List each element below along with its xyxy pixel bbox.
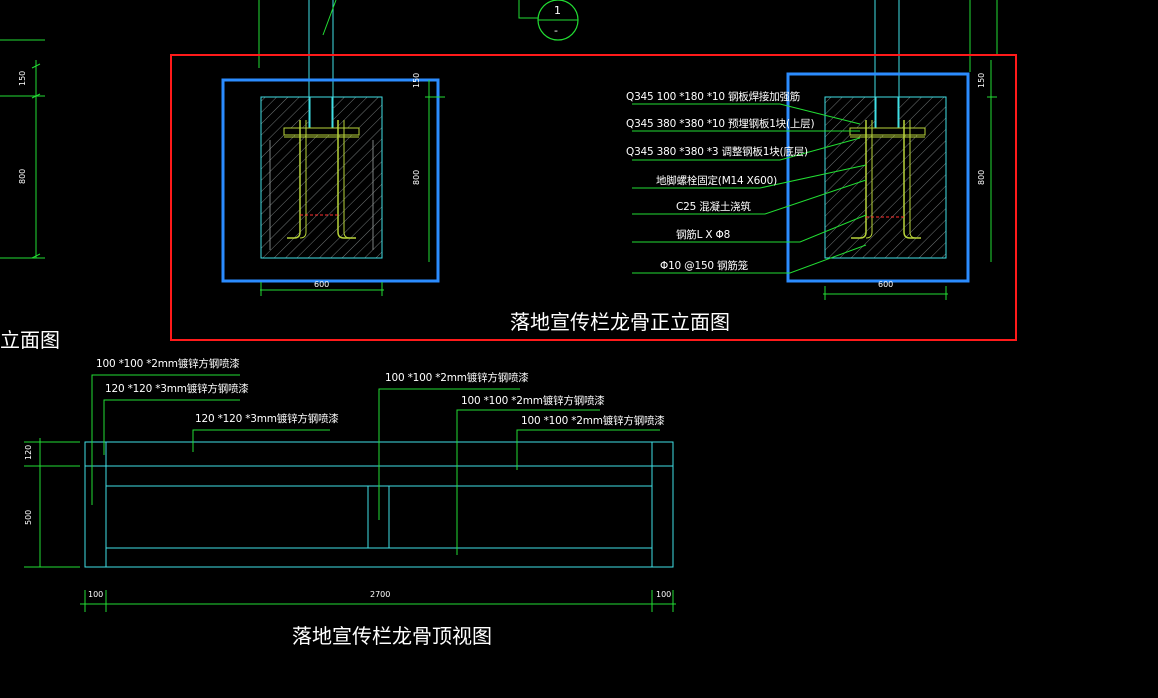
section-marker-bottom: -	[554, 24, 558, 37]
callout-anchor-bolt: 地脚螺栓固定(M14 X600)	[656, 175, 777, 187]
plan-label-1: 100 *100 *2mm镀锌方钢喷漆	[96, 358, 240, 370]
plan-dim-middle: 2700	[370, 590, 391, 599]
plan-dim-120: 120	[24, 444, 33, 460]
callout-embedded-plate: Q345 380 *380 *10 预埋钢板1块(上层)	[626, 118, 815, 130]
elevation-frame-red	[170, 54, 1017, 341]
plan-label-4: 100 *100 *2mm镀锌方钢喷漆	[385, 372, 529, 384]
plan-view[interactable]	[24, 374, 676, 612]
left-dim-600: 600	[314, 280, 330, 289]
callout-adjust-plate: Q345 380 *380 *3 调整钢板1块(底层)	[626, 146, 808, 158]
partial-dim-150: 150	[18, 70, 27, 86]
plan-label-5: 100 *100 *2mm镀锌方钢喷漆	[461, 395, 605, 407]
partial-elevation-title: 立面图	[0, 328, 60, 352]
callout-cage: Φ10 @150 钢筋笼	[660, 260, 748, 272]
plan-title: 落地宣传栏龙骨顶视图	[292, 624, 492, 648]
right-dim-600: 600	[878, 280, 894, 289]
plan-label-2: 120 *120 *3mm镀锌方钢喷漆	[105, 383, 249, 395]
plan-dim-left: 100	[88, 590, 104, 599]
section-marker[interactable]	[518, 0, 579, 41]
right-dim-150: 150	[977, 72, 986, 88]
plan-dim-right: 100	[656, 590, 672, 599]
left-foundation-detail[interactable]	[221, 78, 445, 296]
plan-dim-500: 500	[24, 509, 33, 525]
left-dim-150: 150	[412, 72, 421, 88]
partial-left-elevation	[0, 39, 45, 259]
elevation-title: 落地宣传栏龙骨正立面图	[510, 310, 730, 334]
callout-rebar: 钢筋L X Φ8	[676, 229, 731, 241]
right-foundation-detail[interactable]	[632, 60, 997, 300]
partial-dim-800: 800	[18, 168, 27, 184]
right-dim-800: 800	[977, 169, 986, 185]
section-marker-top: 1	[554, 4, 561, 17]
left-dim-800: 800	[412, 169, 421, 185]
plan-label-6: 100 *100 *2mm镀锌方钢喷漆	[521, 415, 665, 427]
callout-concrete: C25 混凝土浇筑	[676, 201, 751, 213]
plan-label-3: 120 *120 *3mm镀锌方钢喷漆	[195, 413, 339, 425]
callout-stiffener: Q345 100 *180 *10 钢板焊接加强筋	[626, 91, 801, 103]
